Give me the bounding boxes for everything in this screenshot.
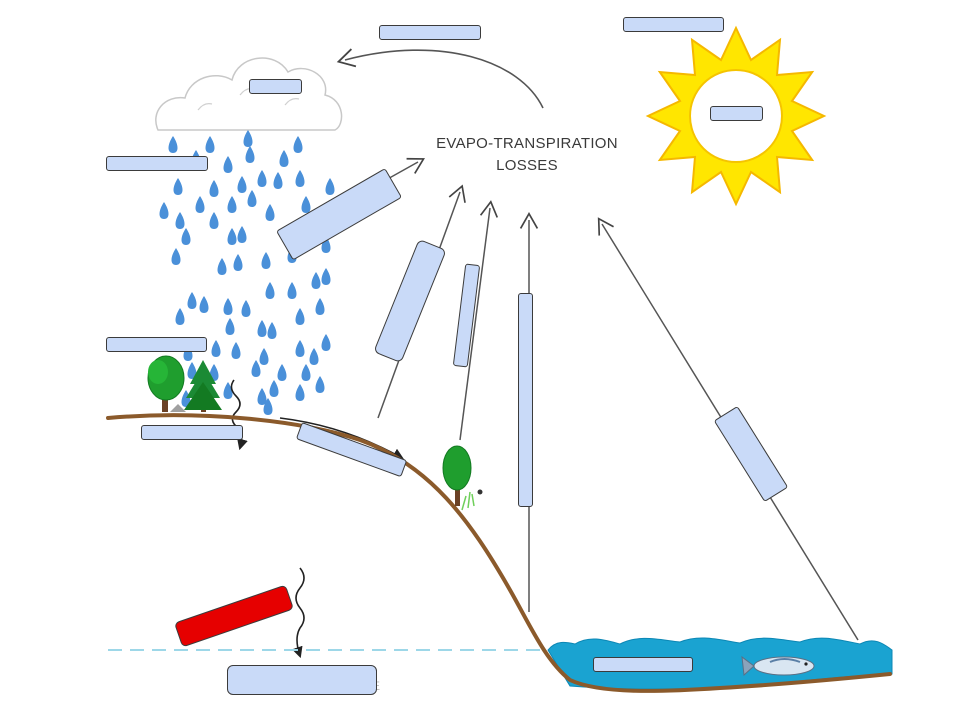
lake-label-box[interactable] (593, 657, 693, 672)
arrow-vertical-label-box-3[interactable] (518, 293, 533, 507)
raindrop-icon (159, 202, 169, 219)
raindrop-icon (175, 212, 185, 229)
raindrop-icon (168, 136, 178, 153)
raindrop-icon (321, 268, 331, 285)
raindrop-icon (263, 398, 273, 415)
raindrop-icon (225, 318, 235, 335)
raindrop-icon (227, 196, 237, 213)
slope-tree-icon (442, 445, 483, 511)
raindrop-icon (261, 252, 271, 269)
raindrop-icon (209, 212, 219, 229)
raindrop-icon (237, 226, 247, 243)
raindrop-icon (243, 130, 253, 147)
raindrop-icon (205, 136, 215, 153)
fish-icon (741, 655, 815, 677)
groundwater-label-box[interactable] (227, 665, 377, 695)
return-arc-arrow (336, 48, 544, 109)
raindrop-icon (295, 340, 305, 357)
cloud-label-box[interactable] (249, 79, 302, 94)
evapotranspiration-arrows (299, 157, 859, 641)
raindrop-icon (265, 204, 275, 221)
raindrop-icon (223, 298, 233, 315)
raindrop-icon (181, 390, 191, 407)
raindrop-icon (301, 196, 311, 213)
cloud-icon (155, 57, 343, 131)
sun-top-label-box[interactable] (623, 17, 724, 32)
raindrop-icon (217, 258, 227, 275)
raindrop-icon (187, 292, 197, 309)
raindrop-icon (287, 282, 297, 299)
raindrop-icon (181, 228, 191, 245)
raindrop-icon (265, 282, 275, 299)
pine-tree-icon (184, 360, 222, 412)
raindrop-icon (233, 254, 243, 271)
rain-icon-group (159, 130, 335, 415)
raindrop-icon (315, 298, 325, 315)
raindrop-icon (223, 156, 233, 173)
rain-lower-label-box[interactable] (106, 337, 207, 352)
raindrop-icon (277, 364, 287, 381)
raindrop-icon (321, 334, 331, 351)
raindrop-icon (227, 228, 237, 245)
raindrop-icon (315, 376, 325, 393)
tree-icon (147, 355, 185, 412)
raindrop-icon (269, 380, 279, 397)
raindrop-icon (309, 348, 319, 365)
ground-left-label-box[interactable] (141, 425, 243, 440)
raindrop-icon (279, 150, 289, 167)
raindrop-icon (301, 364, 311, 381)
raindrop-icon (311, 272, 321, 289)
diagram-title-line2: LOSSES (496, 157, 558, 174)
raindrop-icon (257, 320, 267, 337)
raindrop-icon (251, 360, 261, 377)
raindrop-icon (267, 322, 277, 339)
raindrop-icon (257, 388, 267, 405)
sun-center-label-box[interactable] (710, 106, 763, 121)
percolation-arrow (291, 567, 305, 659)
raindrop-icon (295, 384, 305, 401)
raindrop-icon (187, 362, 197, 379)
raindrop-icon (241, 300, 251, 317)
rock-icon (170, 404, 186, 412)
rain-upper-label-box[interactable] (106, 156, 208, 171)
raindrop-icon (259, 348, 269, 365)
raindrop-icon (175, 308, 185, 325)
raindrop-icon (171, 248, 181, 265)
raindrop-icon (293, 136, 303, 153)
raindrop-icon (325, 178, 335, 195)
raindrop-icon (245, 146, 255, 163)
raindrop-icon (295, 170, 305, 187)
raindrop-icon (247, 190, 257, 207)
raindrop-icon (199, 296, 209, 313)
raindrop-icon (173, 178, 183, 195)
raindrop-icon (223, 382, 233, 399)
raindrop-icon (231, 342, 241, 359)
arrow-from-plants (459, 200, 499, 441)
raindrop-icon (237, 176, 247, 193)
top-arrow-label-box[interactable] (379, 25, 481, 40)
raindrop-icon (211, 340, 221, 357)
raindrop-icon (295, 308, 305, 325)
raindrop-icon (195, 196, 205, 213)
diagram-title-line1: EVAPO-TRANSPIRATION (436, 135, 618, 152)
raindrop-icon (257, 170, 267, 187)
raindrop-icon (209, 180, 219, 197)
raindrop-icon (273, 172, 283, 189)
